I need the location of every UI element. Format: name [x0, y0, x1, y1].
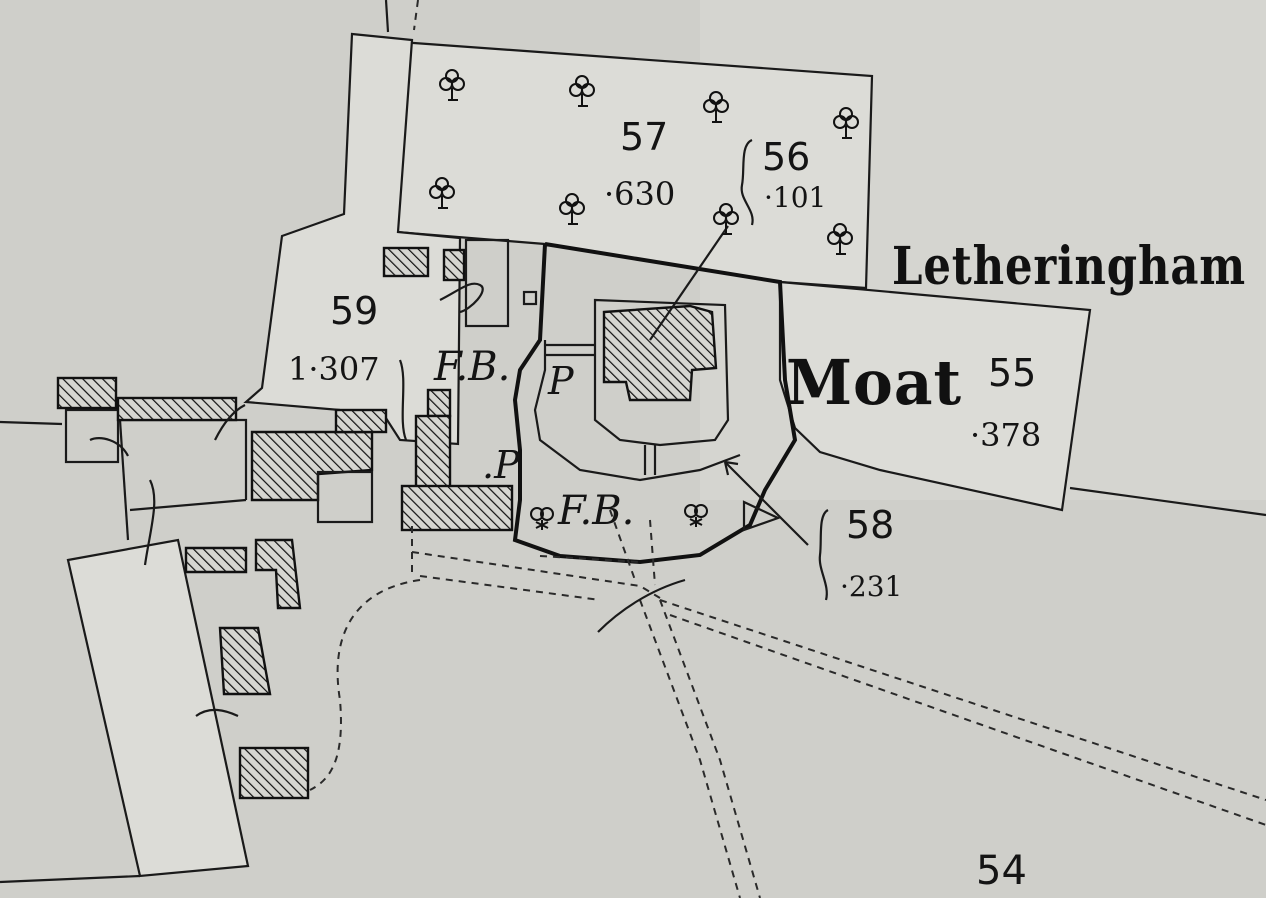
building [238, 746, 310, 800]
building [116, 396, 238, 422]
parcel-number-55: 55 [988, 351, 1036, 395]
track [669, 614, 1266, 826]
place-name: Letheringham [892, 236, 1246, 297]
track [539, 555, 641, 563]
parcel-number-58: 58 [846, 503, 894, 547]
track [309, 579, 421, 791]
track [639, 599, 741, 898]
parcel-55 [778, 280, 1092, 512]
tie-mark [398, 359, 408, 441]
parcel-area-55: ·378 [970, 416, 1041, 454]
manor-house [602, 304, 718, 402]
building [184, 546, 248, 574]
tie-mark [195, 708, 239, 717]
field-boundary [384, 0, 390, 33]
tie-mark [89, 437, 129, 457]
building [218, 626, 272, 696]
building [414, 414, 452, 490]
parcel-area-59: 1·307 [288, 350, 380, 388]
parcel-area-58: ·231 [840, 570, 902, 603]
tie-arrow [724, 461, 809, 546]
parcel-number-57: 57 [620, 115, 668, 159]
track [649, 519, 656, 586]
track [413, 0, 419, 31]
parcel-number-54: 54 [976, 848, 1027, 894]
track [659, 599, 761, 898]
field-boundary [0, 420, 63, 426]
tie-mark [214, 404, 246, 441]
footbridge-label: F.B. [557, 488, 634, 534]
building [382, 246, 430, 278]
building [426, 388, 452, 418]
moat-inner-edge [533, 340, 741, 482]
field-boundary [0, 874, 141, 884]
parcel-area-57: ·630 [604, 175, 675, 213]
parcel-number-56: 56 [762, 135, 810, 179]
pump-label: .P [482, 443, 521, 487]
brace [818, 509, 829, 601]
building [442, 248, 466, 282]
field-boundary [1069, 486, 1266, 517]
building [400, 484, 514, 532]
track [419, 575, 601, 601]
pump-label: P [547, 359, 575, 403]
tie-mark [143, 479, 156, 566]
parcel-area-56: ·101 [764, 181, 826, 214]
moat-path [643, 445, 657, 475]
track [659, 599, 1266, 801]
tie-arrow [649, 225, 729, 341]
tie-mark [597, 578, 686, 633]
parcel-number-59: 59 [330, 289, 378, 333]
tie-mark [439, 282, 484, 314]
building [254, 538, 302, 610]
parcel-left-strip [66, 538, 250, 878]
footbridge-label: F.B. [433, 344, 510, 390]
moat-outer [512, 242, 798, 565]
feature-label: Moat [786, 346, 962, 419]
building [56, 376, 118, 410]
moat-island [593, 298, 730, 447]
brace [740, 138, 754, 226]
building [334, 408, 388, 434]
